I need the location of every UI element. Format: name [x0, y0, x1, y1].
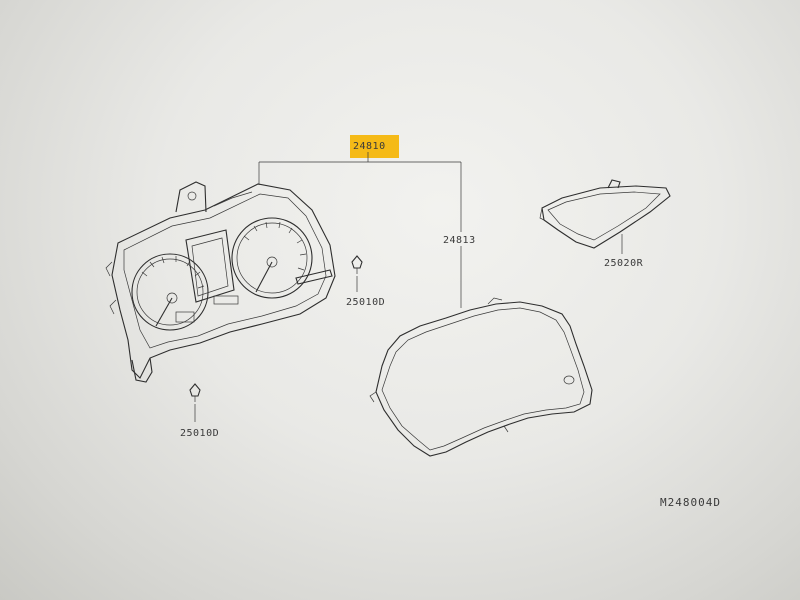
assembly-leader-lines — [258, 152, 462, 308]
assembly-part-number[interactable]: 24810 — [353, 141, 386, 152]
cover-part-number[interactable]: 24813 — [443, 235, 476, 246]
display-unit-drawing-icon — [539, 179, 671, 254]
assembly-label-highlight — [350, 135, 399, 158]
cluster-cover-outline-icon — [369, 297, 593, 457]
instrument-cluster-drawing-icon — [105, 181, 336, 383]
clip-fastener-bottom-icon — [189, 383, 201, 422]
clip-bottom-part-number[interactable]: 25010D — [180, 428, 219, 439]
clip-fastener-right-icon — [351, 255, 363, 292]
drawing-id: M248004D — [660, 496, 721, 509]
clip-right-part-number[interactable]: 25010D — [346, 297, 385, 308]
display-part-number[interactable]: 25020R — [604, 258, 644, 269]
